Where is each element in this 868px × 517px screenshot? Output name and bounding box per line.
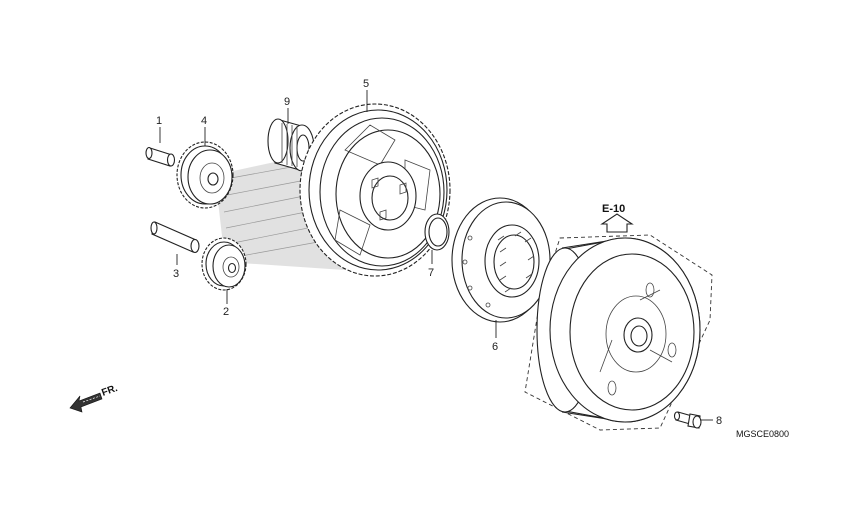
callout-3[interactable]: 3	[173, 268, 179, 280]
callout-1[interactable]: 1	[156, 115, 162, 127]
reference-label: E-10	[602, 203, 625, 215]
callout-numbers: 1 2 3 4 5 6 7 8 9	[156, 78, 722, 427]
flywheel-assembly[interactable]	[524, 234, 713, 431]
front-direction-label: FR.	[100, 383, 119, 399]
drawing-code: MGSCE0800	[736, 429, 789, 439]
callout-5[interactable]: 5	[363, 78, 369, 90]
callout-7[interactable]: 7	[428, 267, 434, 279]
callout-6[interactable]: 6	[492, 341, 498, 353]
part-5-driven-gear[interactable]	[299, 103, 451, 277]
part-1-pin[interactable]	[145, 146, 176, 167]
part-2-gear[interactable]	[201, 237, 247, 291]
callout-2[interactable]: 2	[223, 306, 229, 318]
callout-8[interactable]: 8	[716, 415, 722, 427]
front-direction-arrow: FR.	[69, 383, 119, 413]
part-3-pin[interactable]	[150, 221, 200, 254]
part-7-o-ring[interactable]	[424, 213, 450, 251]
callout-4[interactable]: 4	[201, 115, 207, 127]
leader-lines	[159, 90, 713, 421]
callout-9[interactable]: 9	[284, 96, 290, 108]
part-8-bolt[interactable]	[673, 411, 702, 429]
part-9-bearing[interactable]	[267, 118, 315, 172]
part-4-gear[interactable]	[176, 141, 234, 209]
part-6-one-way-clutch[interactable]	[451, 197, 551, 323]
reference-arrow-e10[interactable]: E-10	[600, 203, 634, 233]
